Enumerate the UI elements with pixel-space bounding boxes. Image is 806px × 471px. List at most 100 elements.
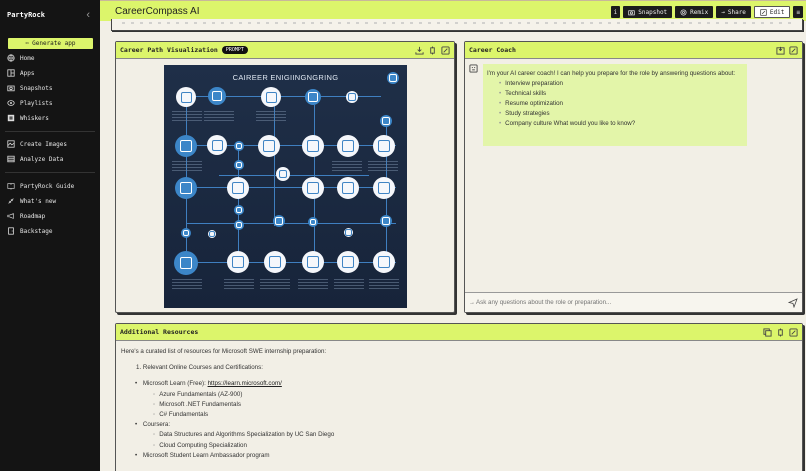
edit-icon (760, 8, 767, 16)
arrow-right-icon: → (721, 8, 725, 16)
satellite-icon (7, 197, 15, 205)
list-item: C# Fundamentals (153, 410, 797, 420)
playlist-icon (7, 99, 15, 107)
sidebar-item-home[interactable]: Home (7, 52, 34, 64)
career-path-visualization-panel: Career Path Visualization PROMPT CAIREER… (115, 41, 455, 313)
career-coach-panel: Career Coach I'm your AI career coach! I… (464, 41, 803, 313)
panel-header: Career Coach (465, 42, 802, 59)
chat-input-bar: → (465, 292, 802, 312)
panel-header: Additional Resources (116, 324, 802, 341)
sidebar-item-snapshots[interactable]: Snapshots (7, 82, 53, 94)
list-item: Microsoft Learn (Free): https://learn.mi… (135, 379, 797, 420)
microsoft-learn-link[interactable]: https://learn.microsoft.com/ (207, 380, 282, 388)
megaphone-icon (7, 212, 15, 220)
header-actions: i Snapshot Remix → Share Edit ≡ (610, 6, 803, 18)
edit-icon[interactable] (441, 46, 450, 55)
panel-title: Career Coach (469, 46, 516, 54)
sidebar-item-label: What's new (20, 197, 57, 205)
scrolled-panel-bottom (111, 19, 803, 31)
section-heading: 1. Relevant Online Courses and Certifica… (136, 364, 263, 372)
sidebar-item-label: Apps (20, 69, 35, 77)
send-icon[interactable] (788, 297, 798, 308)
list-item: Study strategies (499, 109, 743, 119)
prompt-badge[interactable]: PROMPT (221, 46, 248, 54)
list-item: Microsoft Student Learn Ambassador progr… (135, 451, 797, 461)
snapshot-button[interactable]: Snapshot (623, 6, 673, 18)
edit-icon[interactable] (789, 46, 798, 55)
list-item: Cloud Computing Specialization (153, 441, 797, 451)
globe-icon (7, 54, 15, 62)
sidebar-item-whats-new[interactable]: What's new (7, 195, 56, 207)
panel-header: Career Path Visualization PROMPT (116, 42, 454, 59)
list-item: Azure Fundamentals (AZ-900) (153, 390, 797, 400)
share-label: Share (727, 8, 746, 16)
edit-icon[interactable] (789, 328, 798, 337)
sidebar-divider (5, 131, 95, 132)
remix-icon (680, 8, 687, 16)
remix-button[interactable]: Remix (675, 6, 714, 18)
sidebar-item-label: Whiskers (20, 114, 49, 122)
image-icon (7, 140, 15, 148)
whiskers-icon (7, 114, 15, 122)
download-icon[interactable] (415, 46, 424, 55)
brand-logo[interactable]: PartyRock (7, 11, 45, 19)
resource-label: Microsoft Student Learn Ambassador progr… (142, 451, 270, 459)
sidebar-item-label: Playlists (20, 99, 53, 107)
info-label: i (613, 8, 618, 16)
sidebar-item-label: PartyRock Guide (20, 182, 75, 190)
copy-icon[interactable] (763, 328, 772, 337)
share-button[interactable]: → Share (716, 6, 751, 18)
list-item: Resume optimization (499, 99, 743, 109)
regenerate-icon[interactable] (428, 46, 437, 55)
sidebar-item-guide[interactable]: PartyRock Guide (7, 180, 74, 192)
sidebar-item-label: Create Images (20, 140, 67, 148)
collapse-sidebar-icon[interactable]: ‹ (86, 9, 90, 21)
menu-button[interactable]: ≡ (793, 6, 803, 18)
sidebar-item-whiskers[interactable]: Whiskers (7, 112, 49, 124)
app-title: CareerCompass AI (115, 5, 200, 17)
regenerate-icon[interactable] (776, 328, 785, 337)
sidebar-item-label: Home (20, 54, 35, 62)
export-icon[interactable] (776, 46, 785, 55)
sidebar-item-create-images[interactable]: Create Images (7, 138, 67, 150)
list-item: Microsoft .NET Fundamentals (153, 400, 797, 410)
snapshot-label: Snapshot (638, 8, 668, 16)
resource-label: Coursera: (142, 421, 171, 429)
door-icon (7, 227, 15, 235)
sidebar-item-label: Analyze Data (20, 155, 64, 163)
edit-button[interactable]: Edit (753, 6, 791, 18)
camera-icon (628, 9, 635, 15)
sidebar-item-analyze-data[interactable]: Analyze Data (7, 153, 63, 165)
sidebar-item-label: Roadmap (20, 212, 46, 220)
additional-resources-panel: Additional Resources Here's a curated li… (115, 323, 803, 471)
gear-icon (387, 72, 399, 84)
resources-intro: Here's a curated list of resources for M… (121, 348, 327, 355)
sidebar-item-apps[interactable]: Apps (7, 67, 34, 79)
chat-input[interactable] (476, 299, 788, 306)
info-button[interactable]: i (610, 6, 621, 18)
wand-icon: ✂ (25, 40, 30, 47)
list-item: Technical skills (499, 89, 743, 99)
edit-label: Edit (769, 8, 785, 16)
sidebar-item-playlists[interactable]: Playlists (7, 97, 53, 109)
panel-title: Additional Resources (120, 328, 199, 336)
resource-label: Microsoft Learn (Free): (142, 380, 208, 388)
bot-avatar-icon (469, 64, 478, 73)
image-title: CAIREER ENIGIINGNGRING (232, 73, 339, 82)
list-item: Interview preparation (499, 79, 743, 89)
sidebar: PartyRock ‹ ✂ Generate app Home Apps Sna… (0, 0, 100, 471)
resources-content: Here's a curated list of resources for M… (116, 341, 802, 467)
list-item: Company culture What would you like to k… (499, 119, 743, 129)
sidebar-item-label: Snapshots (20, 84, 53, 92)
resource-list: Microsoft Learn (Free): https://learn.mi… (135, 379, 797, 461)
message-topic-list: Interview preparation Technical skills R… (487, 79, 743, 129)
app-header: CareerCompass AI i Snapshot Remix → Shar… (100, 0, 806, 21)
sidebar-item-roadmap[interactable]: Roadmap (7, 210, 45, 222)
book-icon (7, 182, 15, 190)
assistant-message: I'm your AI career coach! I can help you… (483, 64, 747, 146)
generate-app-button[interactable]: ✂ Generate app (8, 38, 93, 49)
camera-icon (7, 84, 15, 92)
message-intro: I'm your AI career coach! I can help you… (487, 70, 736, 77)
generate-app-label: Generate app (32, 40, 76, 47)
sidebar-item-backstage[interactable]: Backstage (7, 225, 53, 237)
